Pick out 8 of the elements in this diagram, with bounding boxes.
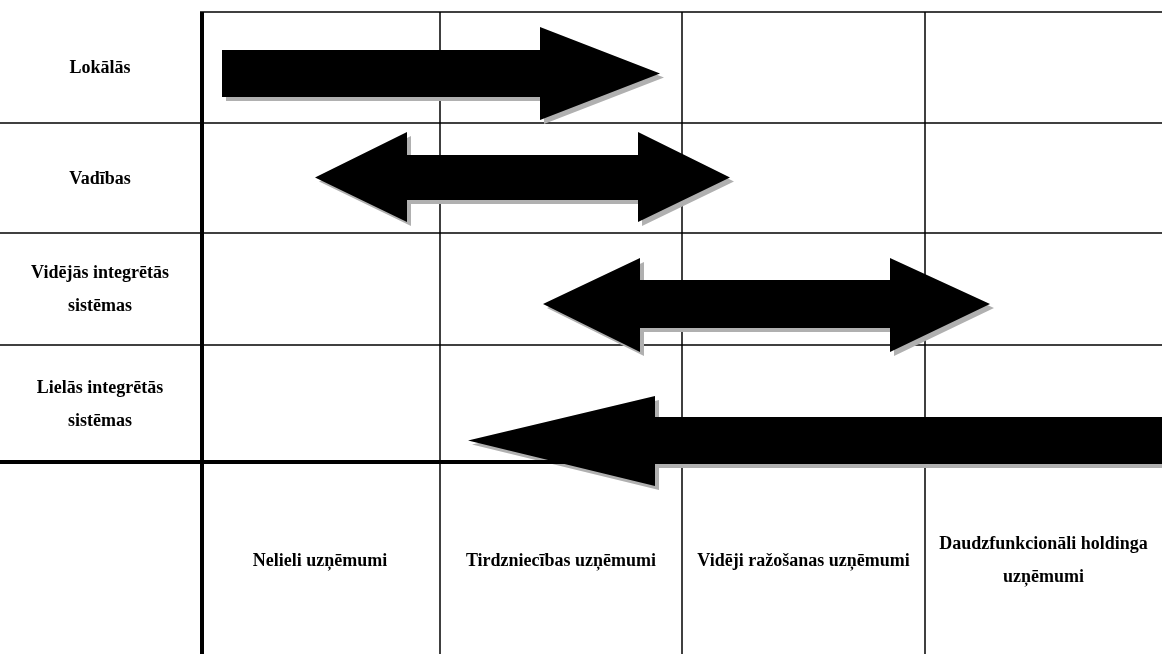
column-heading: Daudzfunkcionāli holdinga uzņēmumi [938,532,1149,589]
row-heading: Lielās integrētās sistēmas [35,375,165,432]
row-heading: Vidējās integrētās sistēmas [30,261,170,317]
column-heading: Vidēji ražošanas uzņēmumi [697,548,910,573]
column-heading: Nelieli uzņēmumi [252,548,388,573]
column-heading: Tirdzniecības uzņēmumi [465,548,657,573]
row-heading: Lokālās [69,56,131,79]
row-heading: Vadības [69,166,131,190]
